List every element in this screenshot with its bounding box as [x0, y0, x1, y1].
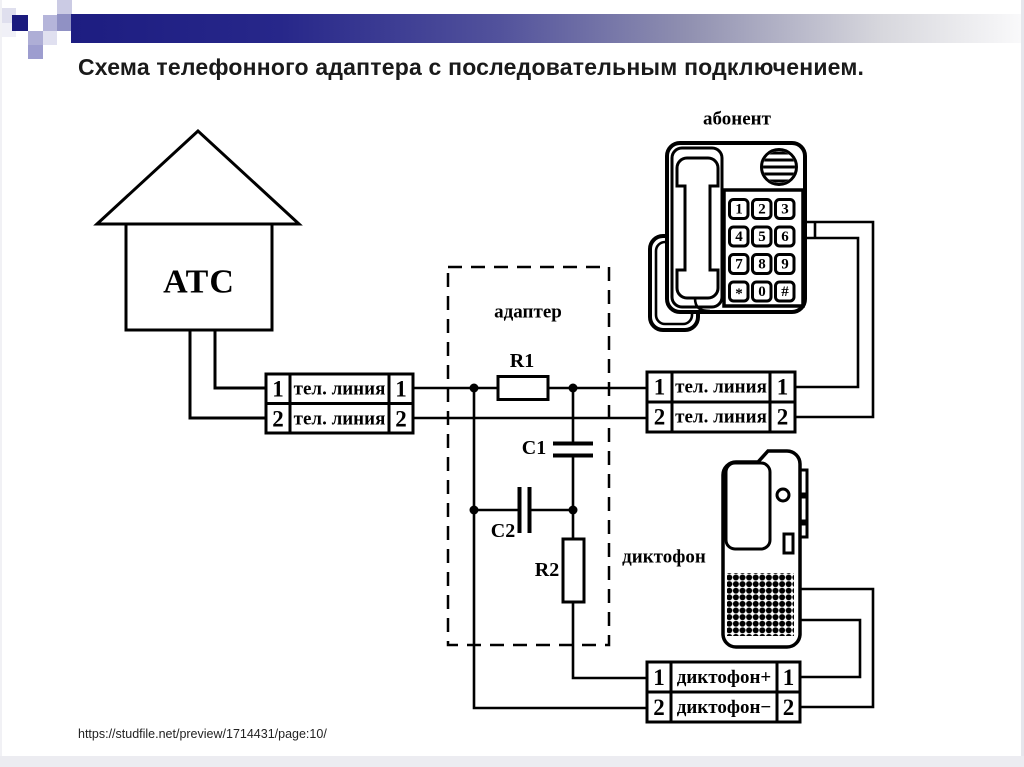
handset-icon	[675, 156, 720, 300]
pin-number: 2	[395, 407, 407, 432]
key-0	[751, 280, 773, 303]
pin-number: 2	[777, 405, 789, 430]
deco-square	[57, 0, 72, 14]
pin-number: 1	[654, 375, 666, 400]
deco-square	[28, 31, 43, 45]
junction-dot	[568, 383, 578, 393]
telephone: абонент 1 2 3	[648, 109, 807, 332]
wire-r2-out	[571, 602, 647, 680]
pin-number: 1	[653, 665, 665, 690]
source-url: https://studfile.net/preview/1714431/pag…	[78, 727, 327, 741]
key-4	[728, 225, 750, 248]
pin-number: 1	[777, 375, 789, 400]
key-label: 3	[781, 202, 789, 218]
deco-square	[12, 15, 28, 31]
wire-atc-line2	[188, 330, 266, 420]
slide-title: Схема телефонного адаптера с последовате…	[78, 54, 865, 80]
house-roof	[93, 128, 303, 226]
dictaphone-label: диктофон	[622, 547, 706, 568]
pin-number: 1	[783, 665, 795, 690]
slide-edge	[1021, 0, 1024, 767]
house-body	[124, 222, 274, 332]
key-3	[774, 198, 796, 220]
c1-label: C1	[522, 437, 546, 459]
dictaphone: диктофон	[622, 449, 809, 649]
atc-label: АТС	[163, 264, 235, 301]
junction-dot	[469, 383, 479, 393]
wire-left-branch	[472, 388, 647, 710]
key-label: 2	[758, 202, 766, 218]
key-label: *	[735, 286, 743, 302]
slide-edge	[0, 0, 2, 767]
adapter-dashed-box	[446, 265, 611, 647]
key-5	[751, 225, 773, 248]
r1-resistor	[496, 375, 550, 401]
pin-number: 2	[272, 407, 284, 432]
c2-label: C2	[491, 520, 515, 542]
terminal-label: тел. линия	[675, 377, 767, 398]
key-6	[774, 225, 796, 248]
pin-number: 1	[395, 377, 407, 402]
key-label: 1	[735, 202, 743, 218]
key-1	[728, 198, 750, 220]
deco-square	[43, 15, 57, 31]
key-hash	[774, 280, 796, 303]
key-label: #	[781, 284, 789, 300]
slide-edge	[0, 756, 1024, 767]
wire-atc-line1	[213, 330, 266, 390]
adapter-label: адаптер	[494, 302, 562, 323]
pin-number: 1	[272, 377, 284, 402]
key-label: 9	[781, 257, 789, 273]
atc-exchange: АТС	[93, 128, 303, 332]
terminal-label: тел. линия	[294, 409, 386, 430]
key-label: 7	[735, 257, 743, 273]
terminal-label: диктофон−	[677, 697, 772, 718]
terminal-block-left: 1 тел. линия 1 2 тел. линия 2	[264, 372, 415, 435]
r2-resistor	[561, 537, 586, 604]
terminal-label: тел. линия	[294, 379, 386, 400]
terminal-block-right: 1 тел. линия 1 2 тел. линия 2	[645, 370, 797, 434]
header-gradient-bar	[71, 14, 1024, 43]
key-2	[751, 198, 773, 220]
terminal-block-dictaphone: 1 диктофон+ 1 2 диктофон− 2	[645, 660, 802, 724]
key-label: 8	[758, 257, 766, 273]
deco-square	[43, 31, 57, 45]
key-8	[751, 253, 773, 275]
subscriber-label: абонент	[703, 109, 772, 130]
speaker-grille	[727, 573, 794, 636]
r1-label: R1	[510, 350, 534, 372]
keypad-keys: 1 2 3 4 5 6 7 8 9 * 0	[728, 198, 796, 303]
terminal-label: тел. линия	[675, 407, 767, 428]
pin-number: 2	[653, 695, 665, 720]
key-7	[728, 253, 750, 275]
junction-dot	[568, 505, 578, 515]
key-label: 5	[758, 229, 766, 245]
small-button	[782, 532, 795, 555]
terminal-label: диктофон+	[677, 667, 772, 688]
wire-dictaphone-minus	[800, 587, 875, 709]
pin-number: 2	[654, 405, 666, 430]
wire-dictaphone-plus	[800, 618, 862, 679]
r2-label: R2	[535, 559, 559, 581]
handset-cord	[693, 297, 711, 313]
junction-dot	[469, 505, 479, 515]
deco-square	[28, 45, 43, 59]
pin-number: 2	[783, 695, 795, 720]
key-9	[774, 253, 796, 275]
dictaphone-screen	[724, 461, 772, 551]
record-button	[775, 487, 791, 503]
wire-phone-line1	[795, 236, 860, 389]
key-label: 0	[758, 284, 766, 300]
wire-phone-line2	[795, 220, 875, 419]
key-label: 4	[735, 229, 743, 245]
key-label: 6	[781, 229, 789, 245]
key-star	[728, 280, 750, 303]
deco-square	[57, 14, 72, 31]
